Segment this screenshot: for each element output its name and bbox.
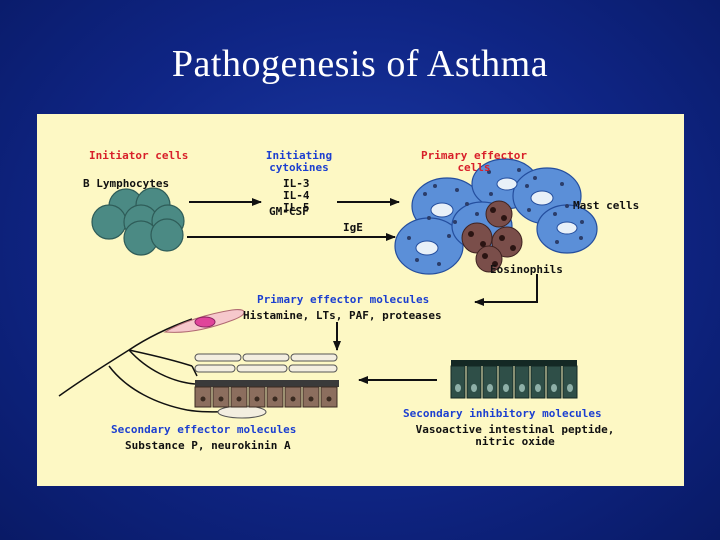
diagram-panel: Initiator cells B Lymphocytes Initiating…	[37, 114, 684, 486]
mast-cell-cluster	[394, 158, 598, 275]
nerve-nucleus	[194, 316, 216, 328]
ige-label: IgE	[343, 221, 363, 234]
asthma-pathway-diagram	[58, 158, 598, 419]
cytokine-il5: IL-5	[283, 201, 310, 214]
primary-effector-cells-label: Primary effector cells	[421, 149, 527, 174]
cytokine-gm-csf: GM-CSF	[269, 205, 309, 218]
cytokine-il3: IL-3	[283, 177, 310, 190]
primary-effector-molecules-label: Primary effector molecules	[257, 293, 430, 306]
secondary-inhibitory-molecules-label: Secondary inhibitory molecules	[403, 407, 602, 420]
airway-epithelium-left	[194, 380, 339, 408]
initiating-cytokines-label: Initiating cytokines	[265, 149, 333, 174]
secondary-inhibitory-list: Vasoactive intestinal peptide, nitric ox…	[415, 423, 615, 448]
smooth-muscle-layer	[194, 353, 338, 373]
b-lymphocyte-cluster	[91, 187, 185, 256]
cytokine-il4: IL-4	[283, 189, 310, 202]
slide-title: Pathogenesis of Asthma	[171, 43, 549, 85]
mast-cells-label: Mast cells	[573, 199, 640, 212]
eosinophils-label: Eosinophils	[490, 263, 563, 276]
eosinophil-cluster	[461, 200, 523, 273]
arrow-effector-cells-to-molecules	[474, 274, 538, 306]
cytokine-list: IL-3 IL-4 IL-5	[283, 178, 310, 214]
b-lymphocytes-label: B Lymphocytes	[83, 177, 170, 190]
initiator-cells-label: Initiator cells	[89, 149, 189, 162]
secondary-effector-molecules-label: Secondary effector molecules	[111, 423, 297, 436]
nerve-terminal	[217, 405, 267, 419]
secondary-effector-list: Substance P, neurokinin A	[125, 439, 291, 452]
airway-epithelium-right	[450, 360, 578, 399]
primary-molecules-list: Histamine, LTs, PAF, proteases	[243, 309, 442, 322]
